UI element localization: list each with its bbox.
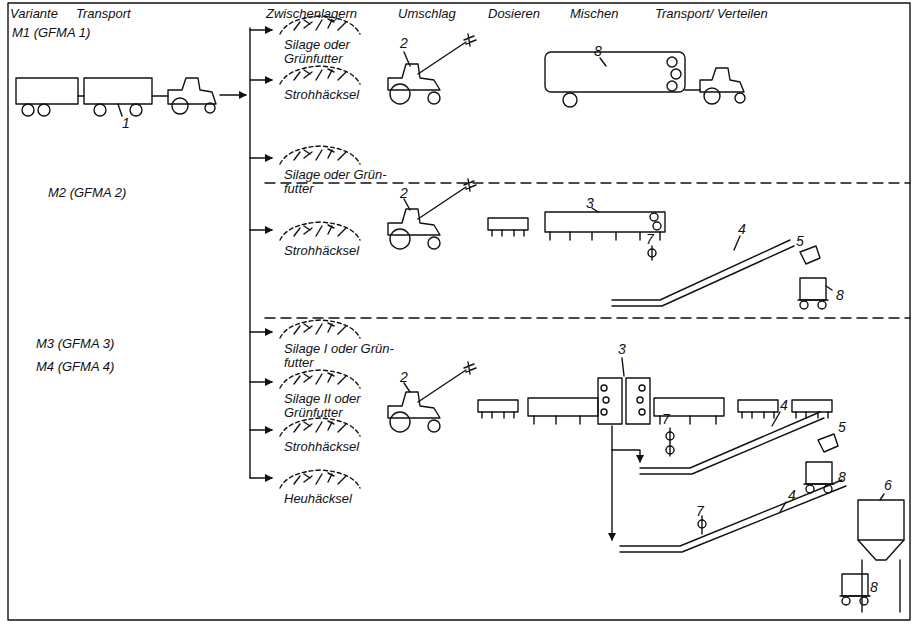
callout-number: 4	[780, 398, 788, 412]
column-heading: Zwischenlagern	[266, 7, 357, 21]
stock-label: Strohhäcksel	[284, 88, 359, 102]
stock-label: Strohhäcksel	[284, 244, 359, 258]
column-heading: Umschlag	[398, 7, 456, 21]
variant-name: M1 (GFMA 1)	[12, 26, 90, 40]
callout-number: 8	[594, 44, 602, 58]
stock-label: Heuhäcksel	[284, 492, 352, 506]
callout-number: 6	[884, 478, 892, 492]
column-heading: Variante	[10, 7, 58, 21]
variant-name: M3 (GFMA 3)	[36, 337, 114, 351]
stock-label: Strohhäcksel	[284, 440, 359, 454]
stock-label: Silage I oder Grün- futter	[284, 342, 408, 370]
callout-number: 2	[400, 36, 408, 50]
callout-number: 8	[838, 470, 846, 484]
callout-number: 4	[788, 488, 796, 502]
stock-label: Silage oder Grün- futter	[284, 168, 408, 196]
column-heading: Dosieren	[488, 7, 540, 21]
callout-number: 3	[618, 342, 626, 356]
variant-name: M4 (GFMA 4)	[36, 360, 114, 374]
callout-number: 7	[696, 504, 704, 518]
callout-number: 5	[838, 420, 846, 434]
callout-number: 8	[870, 580, 878, 594]
column-heading: Mischen	[570, 7, 618, 21]
callout-number: 4	[738, 222, 746, 236]
column-heading: Transport	[76, 7, 131, 21]
callout-number: 8	[836, 288, 844, 302]
callout-number: 7	[646, 232, 654, 246]
stock-label: Silage oder Grünfutter	[284, 38, 366, 66]
stock-label: Silage II oder Grünfutter	[284, 392, 384, 420]
callout-number: 2	[400, 186, 408, 200]
callout-number: 5	[796, 234, 804, 248]
column-heading: Transport/ Verteilen	[655, 7, 768, 21]
variant-name: M2 (GFMA 2)	[48, 186, 126, 200]
callout-number: 1	[122, 116, 130, 130]
callout-number: 2	[400, 370, 408, 384]
callout-number: 3	[586, 196, 594, 210]
callout-number: 7	[662, 412, 670, 426]
